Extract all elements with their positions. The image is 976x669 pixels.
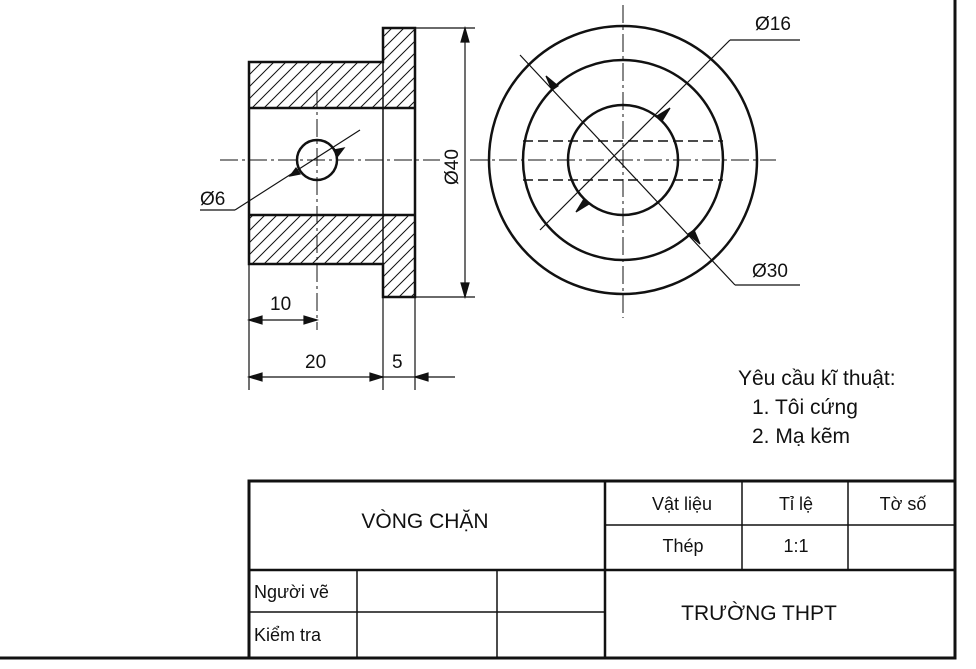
part-name: VÒNG CHẶN bbox=[361, 510, 488, 533]
material-value: Thép bbox=[662, 536, 703, 556]
length-dim-lines bbox=[246, 264, 455, 390]
dim-hole-diameter: Ø6 bbox=[200, 189, 225, 210]
requirement-item-2: 2. Mạ kẽm bbox=[752, 425, 851, 448]
hole-leader bbox=[200, 129, 361, 211]
leader-d16 bbox=[539, 39, 800, 231]
dim-outer-diameter: Ø40 bbox=[442, 149, 463, 185]
section-view: Ø6 Ø40 10 20 5 bbox=[200, 25, 475, 390]
requirements-title: Yêu cầu kĩ thuật: bbox=[738, 367, 896, 390]
front-view: Ø16 Ø30 bbox=[470, 5, 800, 318]
sheet-label: Tờ số bbox=[880, 494, 927, 514]
technical-requirements: Yêu cầu kĩ thuật: 1. Tôi cứng 2. Mạ kẽm bbox=[738, 364, 896, 451]
drawn-by-label: Người vẽ bbox=[254, 582, 329, 602]
title-block: VÒNG CHẶN Vật liệu Tỉ lệ Tờ số Thép 1:1 … bbox=[247, 479, 957, 660]
scale-label: Tỉ lệ bbox=[779, 494, 813, 514]
front-centerlines bbox=[470, 5, 776, 318]
leader-d30 bbox=[519, 54, 800, 286]
section-centerlines bbox=[220, 90, 440, 330]
section-hatch bbox=[249, 28, 415, 297]
dim-40-lines bbox=[415, 25, 475, 300]
section-outline bbox=[247, 26, 417, 299]
requirement-item-1: 1. Tôi cứng bbox=[752, 396, 858, 419]
scale-value: 1:1 bbox=[783, 536, 808, 556]
title-block-grid bbox=[247, 479, 957, 660]
checked-by-label: Kiểm tra bbox=[254, 625, 322, 645]
material-label: Vật liệu bbox=[652, 494, 712, 514]
school-name: TRƯỜNG THPT bbox=[681, 602, 837, 625]
dim-diameter-30: Ø30 bbox=[752, 261, 788, 282]
sheet-border bbox=[0, 0, 957, 660]
dim-length-5: 5 bbox=[392, 352, 403, 373]
dim-diameter-16: Ø16 bbox=[755, 14, 791, 35]
dim-length-10: 10 bbox=[270, 294, 291, 315]
dim-length-20: 20 bbox=[305, 352, 326, 373]
